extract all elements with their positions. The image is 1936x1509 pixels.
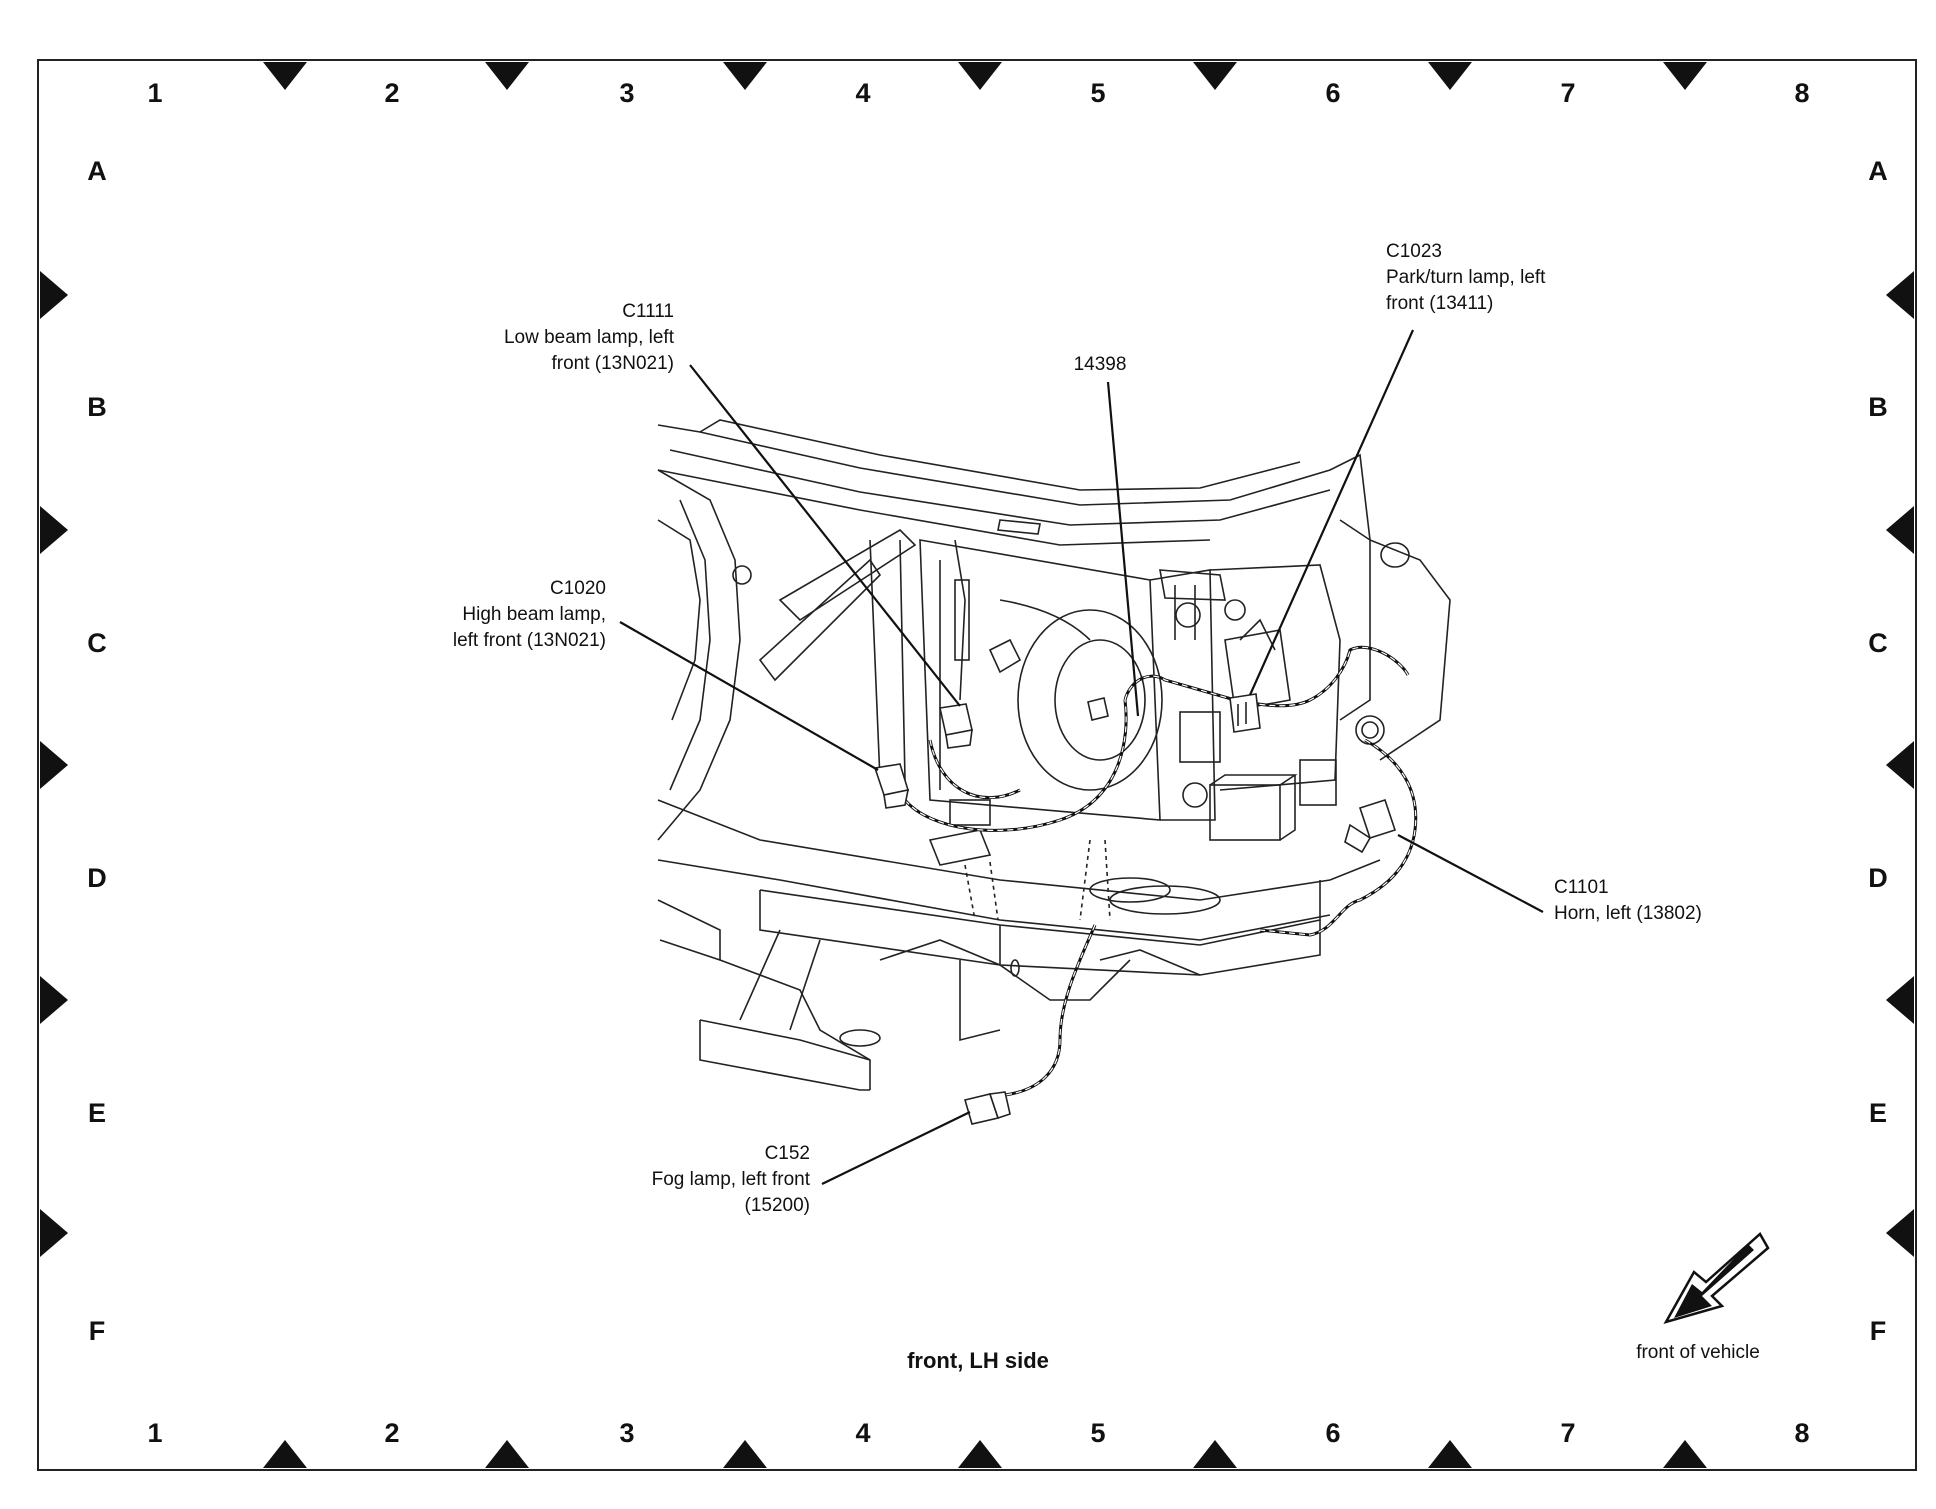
leader-lines bbox=[619, 329, 1544, 1185]
grid-marker-triangle bbox=[263, 62, 307, 90]
grid-row-label: F bbox=[89, 1316, 106, 1346]
grid-row-label: C bbox=[1868, 628, 1888, 658]
callout-line: C1101 bbox=[1554, 877, 1609, 898]
grid-row-label: E bbox=[1869, 1098, 1887, 1128]
grid-column-label: 1 bbox=[147, 78, 162, 108]
grid-marker-triangle bbox=[263, 1440, 307, 1468]
grid-marker-triangle bbox=[1886, 1209, 1914, 1257]
grid-marker-triangle bbox=[1193, 62, 1237, 90]
grid-column-label: 2 bbox=[384, 1418, 399, 1448]
grid-marker-triangle bbox=[40, 1209, 68, 1257]
callout-line: C152 bbox=[765, 1143, 810, 1164]
grid-marker-triangle bbox=[958, 62, 1002, 90]
callout-line: Low beam lamp, left bbox=[504, 327, 675, 348]
grid-marker-triangle bbox=[1663, 62, 1707, 90]
grid-column-label: 5 bbox=[1090, 1418, 1105, 1448]
grid-marker-triangle bbox=[40, 976, 68, 1024]
callout-line: Park/turn lamp, left bbox=[1386, 267, 1546, 288]
diagram-caption: front, LH side bbox=[907, 1348, 1049, 1373]
callout-line: C1023 bbox=[1386, 241, 1442, 262]
grid-marker-triangle bbox=[1193, 1440, 1237, 1468]
connector-c1020 bbox=[873, 763, 910, 809]
connector-c1101 bbox=[1344, 798, 1397, 854]
grid-column-label: 7 bbox=[1560, 78, 1575, 108]
leader-c1020 bbox=[619, 621, 879, 771]
grid-marker-triangle bbox=[723, 1440, 767, 1468]
front-of-vehicle-label: front of vehicle bbox=[1636, 1342, 1760, 1363]
grid-row-label: D bbox=[87, 863, 107, 893]
grid-marker-triangle bbox=[958, 1440, 1002, 1468]
grid-row-label: A bbox=[1868, 156, 1888, 186]
grid-marker-triangle bbox=[1886, 741, 1914, 789]
grid-column-label: 2 bbox=[384, 78, 399, 108]
grid-column-label: 1 bbox=[147, 1418, 162, 1448]
grid-row-label: D bbox=[1868, 863, 1888, 893]
grid-row-label: B bbox=[87, 392, 107, 422]
callout-14398: 14398 bbox=[1074, 354, 1127, 375]
grid-column-label: 4 bbox=[855, 78, 870, 108]
callout-line: High beam lamp, bbox=[462, 604, 606, 625]
front-end-structure-drawing bbox=[657, 419, 1451, 1091]
grid-row-label: B bbox=[1868, 392, 1888, 422]
callout-line: C1111 bbox=[622, 301, 674, 322]
grid-marker-triangle bbox=[1428, 62, 1472, 90]
grid-column-label: 8 bbox=[1794, 1418, 1809, 1448]
callout-line: Fog lamp, left front bbox=[652, 1169, 811, 1190]
grid-marker-triangle bbox=[1428, 1440, 1472, 1468]
grid-column-label: 6 bbox=[1325, 78, 1340, 108]
grid-row-label: F bbox=[1870, 1316, 1887, 1346]
grid-column-label: 3 bbox=[619, 1418, 634, 1448]
grid-column-label: 8 bbox=[1794, 78, 1809, 108]
connector-c152 bbox=[963, 1091, 1011, 1125]
grid-marker-triangle bbox=[485, 1440, 529, 1468]
grid-marker-triangle bbox=[40, 506, 68, 554]
grid-markers bbox=[40, 62, 1914, 1468]
callout-line: 14398 bbox=[1074, 354, 1127, 375]
leader-c1023 bbox=[1248, 329, 1415, 696]
grid-marker-triangle bbox=[1886, 271, 1914, 319]
grid-marker-triangle bbox=[485, 62, 529, 90]
grid-marker-triangle bbox=[723, 62, 767, 90]
callout-line: C1020 bbox=[550, 578, 606, 599]
callout-line: (15200) bbox=[745, 1195, 811, 1216]
grid-column-label: 3 bbox=[619, 78, 634, 108]
leader-c152 bbox=[821, 1111, 971, 1185]
callout-line: front (13N021) bbox=[551, 353, 674, 374]
leader-c1111 bbox=[689, 364, 961, 707]
leader-14398 bbox=[1106, 381, 1140, 717]
leader-c1101 bbox=[1397, 834, 1544, 913]
callout-line: left front (13N021) bbox=[453, 630, 606, 651]
wiring-harness bbox=[903, 645, 1418, 1097]
callout-line: Horn, left (13802) bbox=[1554, 903, 1702, 924]
connector-c1111 bbox=[939, 703, 973, 749]
grid-marker-triangle bbox=[40, 271, 68, 319]
connector-c1023 bbox=[1229, 693, 1261, 733]
grid-marker-triangle bbox=[40, 741, 68, 789]
callout-line: front (13411) bbox=[1386, 293, 1493, 314]
grid-column-label: 6 bbox=[1325, 1418, 1340, 1448]
grid-column-label: 5 bbox=[1090, 78, 1105, 108]
diagram-border bbox=[37, 59, 1917, 1471]
grid-column-label: 7 bbox=[1560, 1418, 1575, 1448]
connector-14398 bbox=[1087, 697, 1109, 721]
grid-marker-triangle bbox=[1886, 976, 1914, 1024]
grid-row-label: C bbox=[87, 628, 107, 658]
grid-marker-triangle bbox=[1663, 1440, 1707, 1468]
connectors bbox=[873, 693, 1397, 1125]
grid-row-label: E bbox=[88, 1098, 106, 1128]
grid-column-label: 4 bbox=[855, 1418, 870, 1448]
grid-marker-triangle bbox=[1886, 506, 1914, 554]
front-of-vehicle-arrow-icon bbox=[1663, 1232, 1770, 1325]
grid-row-label: A bbox=[87, 156, 107, 186]
